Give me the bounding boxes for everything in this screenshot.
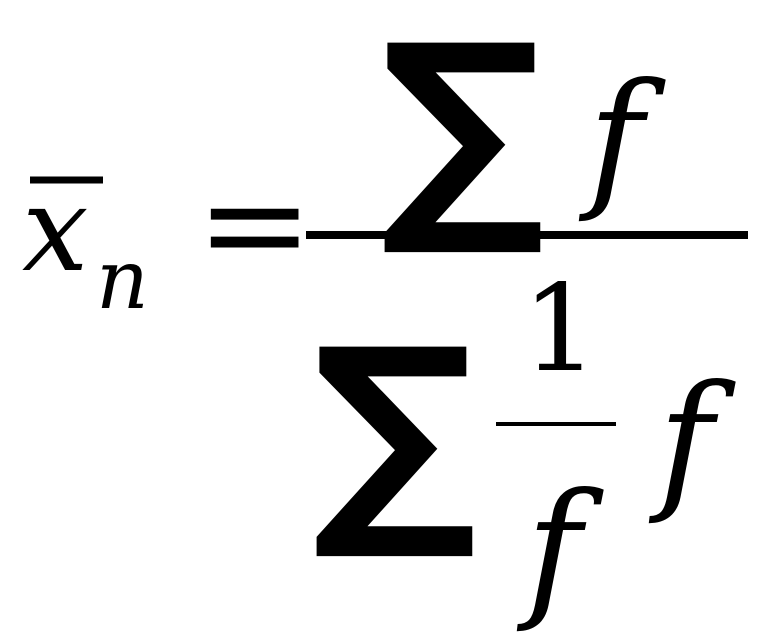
lhs-subscript: n bbox=[96, 233, 149, 328]
inner-fraction-numerator: 1 bbox=[522, 260, 598, 399]
inner-fraction-denominator: f bbox=[516, 462, 604, 636]
numerator-sigma: ∑ bbox=[380, 0, 545, 263]
numerator-operand: f bbox=[578, 52, 666, 226]
denominator-sigma: ∑ bbox=[312, 300, 477, 567]
lhs-variable: x bbox=[22, 160, 89, 298]
denominator-operand: f bbox=[648, 354, 736, 528]
equals-sign: = bbox=[196, 143, 313, 306]
